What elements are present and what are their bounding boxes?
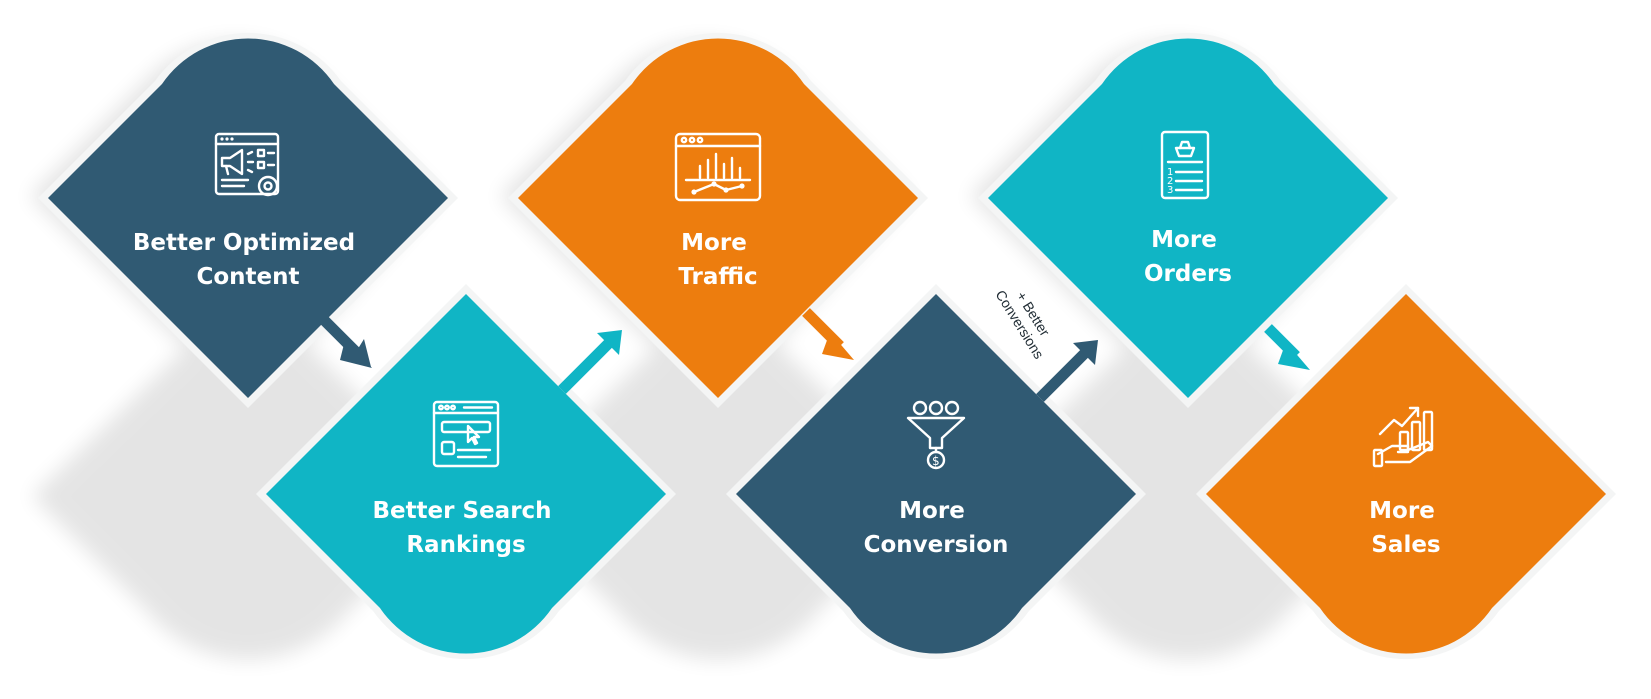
svg-text:$: $ <box>932 454 940 468</box>
step-label-better-search-rankings: Better Search Rankings <box>372 498 559 558</box>
connector-arrows <box>318 308 1310 402</box>
svg-text:2: 2 <box>1167 176 1173 187</box>
step-shape-better-optimized-content <box>48 38 448 398</box>
step-label-more-traffic: More Traffic <box>678 230 757 290</box>
step-label-more-sales: More Sales <box>1369 498 1443 558</box>
better-conversions-annotation: + Better Conversions <box>992 278 1061 361</box>
arrow-conversion-to-orders <box>1036 340 1098 402</box>
step-shape-more-conversion <box>736 294 1136 654</box>
arrow-traffic-to-conversion <box>802 308 854 360</box>
step-shape-better-search-rankings <box>266 294 666 654</box>
step-shape-more-traffic <box>518 38 918 399</box>
step-label-more-conversion: More Conversion <box>864 498 1009 558</box>
step-label-line: More <box>1369 498 1435 524</box>
step-label-line: Conversion <box>864 532 1009 558</box>
step-label-line: Traffic <box>678 264 757 290</box>
step-label-line: Content <box>196 264 299 290</box>
step-shape-more-orders <box>988 38 1388 398</box>
arrow-rankings-to-traffic <box>558 330 622 394</box>
conversion-funnel-icon: $ <box>906 400 966 470</box>
step-label-line: Rankings <box>406 532 525 558</box>
traffic-analytics-icon <box>674 132 762 202</box>
search-ranking-icon <box>432 400 500 468</box>
arrow-content-to-rankings <box>318 314 372 368</box>
order-list-icon: 1 2 3 <box>1160 130 1210 200</box>
step-label-better-optimized-content: Better Optimized Content <box>133 230 363 290</box>
arrow-orders-to-sales <box>1264 324 1310 370</box>
step-label-line: Sales <box>1371 532 1440 558</box>
svg-text:1: 1 <box>1167 167 1173 178</box>
step-label-line: Better Optimized <box>133 230 355 256</box>
step-label-line: More <box>899 498 965 524</box>
step-shape-more-sales <box>1206 294 1606 654</box>
step-label-more-orders: More Orders <box>1144 227 1232 287</box>
svg-text:3: 3 <box>1167 185 1173 196</box>
sales-growth-icon <box>1372 406 1434 468</box>
content-marketing-icon <box>214 132 280 197</box>
step-label-line: Better Search <box>372 498 551 524</box>
step-label-line: More <box>1151 227 1217 253</box>
step-label-line: More <box>681 230 747 256</box>
step-label-line: Orders <box>1144 261 1232 287</box>
